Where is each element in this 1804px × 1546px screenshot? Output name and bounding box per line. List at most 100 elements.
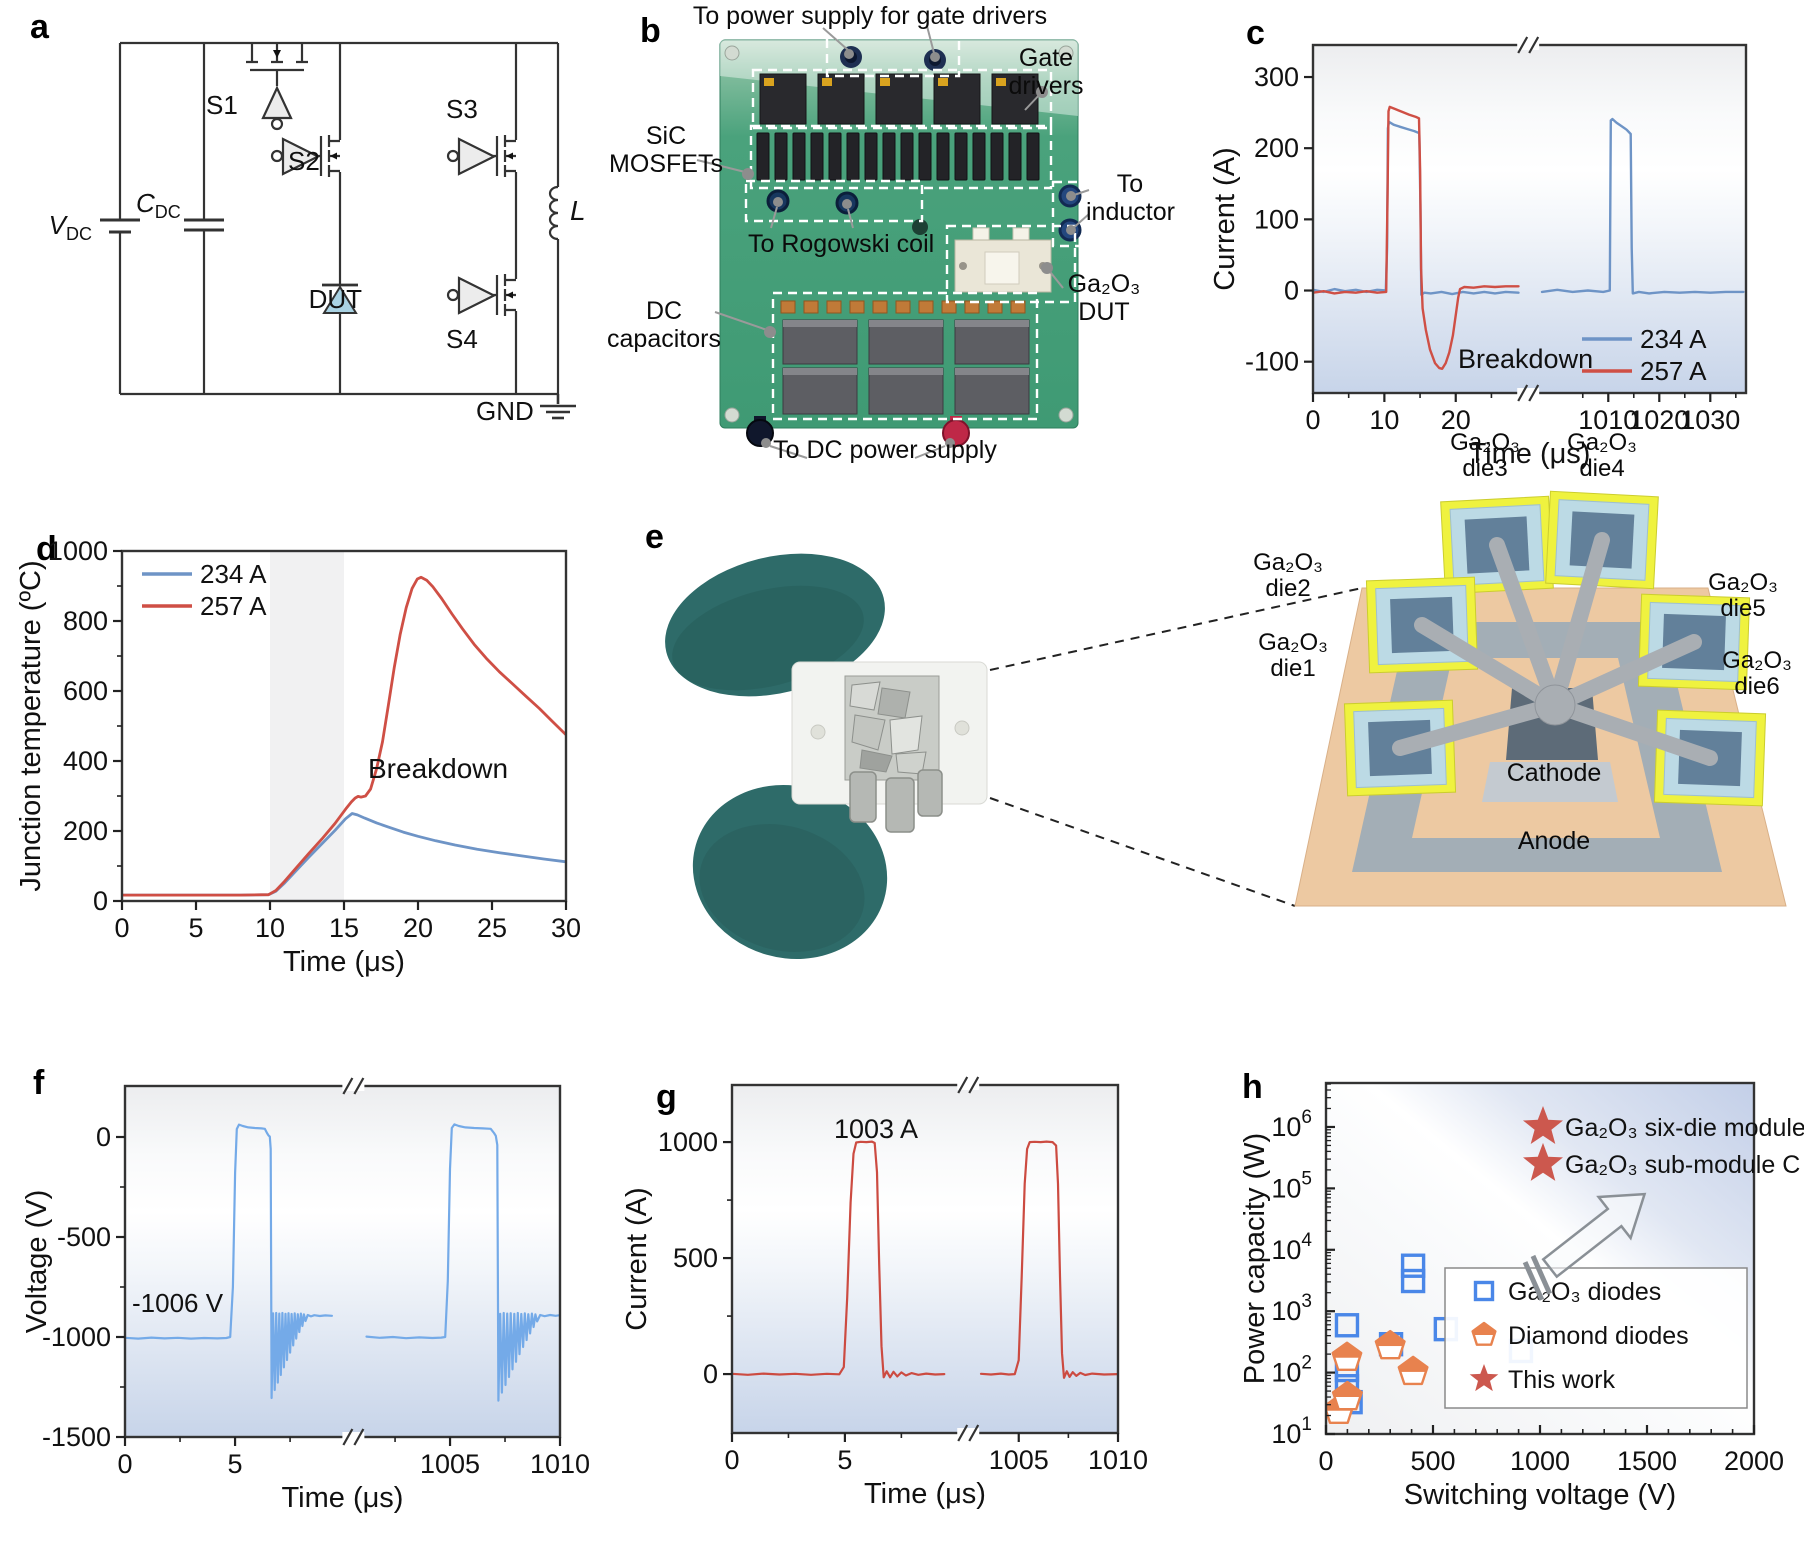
panel-letter-a: a	[30, 8, 49, 46]
svg-text:100: 100	[1254, 204, 1299, 234]
ground-icon	[540, 394, 576, 420]
svg-text:20: 20	[1441, 405, 1471, 435]
panel-letter-c: c	[1246, 14, 1265, 52]
module-photo-and-render	[665, 490, 1787, 959]
panel-letter-e: e	[645, 518, 664, 556]
label-die4: Ga₂O₃ die4	[1567, 429, 1637, 483]
pcb-screws	[724, 45, 1074, 423]
svg-text:Ga₂O₃ diodes: Ga₂O₃ diodes	[1508, 1278, 1661, 1306]
label-die1: Ga₂O₃ die1	[1258, 629, 1328, 683]
svg-text:Voltage (V): Voltage (V)	[21, 1190, 53, 1333]
pcb-hole	[912, 219, 928, 235]
svg-text:-100: -100	[1245, 347, 1299, 377]
svg-text:25: 25	[477, 913, 507, 943]
svg-text:This work: This work	[1508, 1366, 1615, 1394]
magnifier-lines	[989, 587, 1363, 907]
circuit-schematic	[100, 41, 576, 420]
svg-text:1000: 1000	[1510, 1446, 1570, 1476]
circuit-wires	[118, 41, 560, 396]
svg-text:Time (μs): Time (μs)	[283, 946, 405, 978]
svg-text:1000: 1000	[658, 1127, 718, 1157]
inductor-icon	[548, 185, 559, 241]
svg-text:-1500: -1500	[42, 1422, 111, 1452]
label-sic-mosfets: SiC MOSFETs	[609, 122, 723, 178]
svg-text:234 A: 234 A	[1640, 324, 1707, 354]
mosfet-s2-icon	[270, 135, 340, 177]
gate-driver-modules	[759, 73, 1039, 125]
mosfet-s3-icon	[446, 135, 516, 177]
svg-text:5: 5	[228, 1449, 243, 1479]
module-clips	[849, 769, 943, 833]
svg-text:-500: -500	[57, 1222, 111, 1252]
svg-text:105: 105	[1271, 1168, 1312, 1203]
svg-text:Power capacity (W): Power capacity (W)	[1239, 1133, 1271, 1384]
svg-text:1005: 1005	[989, 1445, 1049, 1475]
label-s3: S3	[446, 94, 478, 124]
svg-text:Switching voltage (V): Switching voltage (V)	[1404, 1479, 1676, 1511]
svg-text:800: 800	[63, 606, 108, 636]
bond-straps	[1392, 532, 1718, 766]
label-s1: S1	[206, 90, 238, 120]
dc-capacitor-blocks	[782, 319, 1030, 415]
svg-text:Time (μs): Time (μs)	[282, 1482, 404, 1514]
svg-text:0: 0	[117, 1449, 132, 1479]
panel-letter-h: h	[1242, 1068, 1263, 1106]
svg-text:Breakdown: Breakdown	[368, 753, 508, 784]
svg-text:1000: 1000	[48, 536, 108, 566]
label-to-inductor: To inductor	[1086, 170, 1175, 226]
svg-text:0: 0	[1318, 1446, 1333, 1476]
panel-letter-b: b	[640, 12, 661, 50]
svg-text:10: 10	[255, 913, 285, 943]
svg-text:101: 101	[1271, 1414, 1312, 1449]
svg-text:500: 500	[1410, 1446, 1455, 1476]
panel-letter-g: g	[656, 1078, 677, 1116]
svg-text:10: 10	[1369, 405, 1399, 435]
ceramic-module	[791, 661, 988, 833]
label-s4: S4	[446, 324, 478, 354]
svg-text:5: 5	[837, 1445, 852, 1475]
svg-text:200: 200	[63, 816, 108, 846]
label-die2: Ga₂O₃ die2	[1253, 549, 1323, 603]
label-gnd: GND	[476, 396, 534, 426]
svg-text:Current (A): Current (A)	[1209, 147, 1241, 290]
label-dut: DUT	[308, 284, 362, 314]
svg-text:1003 A: 1003 A	[834, 1114, 918, 1144]
panel-letter-f: f	[33, 1064, 45, 1102]
svg-text:15: 15	[329, 913, 359, 943]
mosfet-s4-icon	[446, 274, 516, 316]
svg-text:Time (μs): Time (μs)	[864, 1478, 986, 1510]
svg-text:1010: 1010	[1578, 405, 1638, 435]
svg-text:20: 20	[403, 913, 433, 943]
label-die3: Ga₂O₃ die3	[1450, 429, 1520, 483]
label-dc-power-supply: To DC power supply	[773, 436, 997, 464]
svg-text:Junction temperature (ºC): Junction temperature (ºC)	[15, 560, 47, 891]
svg-text:30: 30	[551, 913, 581, 943]
label-anode: Anode	[1517, 827, 1591, 855]
dut-diode-icon	[322, 283, 358, 314]
label-inductor: L	[570, 195, 586, 226]
svg-text:234 A: 234 A	[200, 559, 267, 589]
svg-text:102: 102	[1271, 1353, 1312, 1388]
label-gate-driver-power: To power supply for gate drivers	[692, 2, 1048, 30]
svg-text:103: 103	[1271, 1291, 1312, 1326]
svg-text:1020: 1020	[1629, 405, 1689, 435]
label-s2: S2	[288, 146, 320, 176]
capacitor-cdc-icon	[184, 218, 224, 232]
label-vdc: VDC	[48, 210, 92, 245]
leader-dots	[742, 49, 1076, 448]
svg-text:Current (A): Current (A)	[621, 1187, 653, 1330]
panel-letter-d: d	[36, 530, 57, 568]
svg-text:257 A: 257 A	[1640, 356, 1707, 386]
label-cdc: CDC	[136, 188, 181, 223]
svg-text:0: 0	[114, 913, 129, 943]
svg-text:-1000: -1000	[42, 1322, 111, 1352]
svg-text:1010: 1010	[1088, 1445, 1148, 1475]
svg-text:300: 300	[1254, 62, 1299, 92]
svg-text:0: 0	[1284, 276, 1299, 306]
svg-text:Ga₂O₃ six-die module: Ga₂O₃ six-die module	[1565, 1114, 1804, 1142]
